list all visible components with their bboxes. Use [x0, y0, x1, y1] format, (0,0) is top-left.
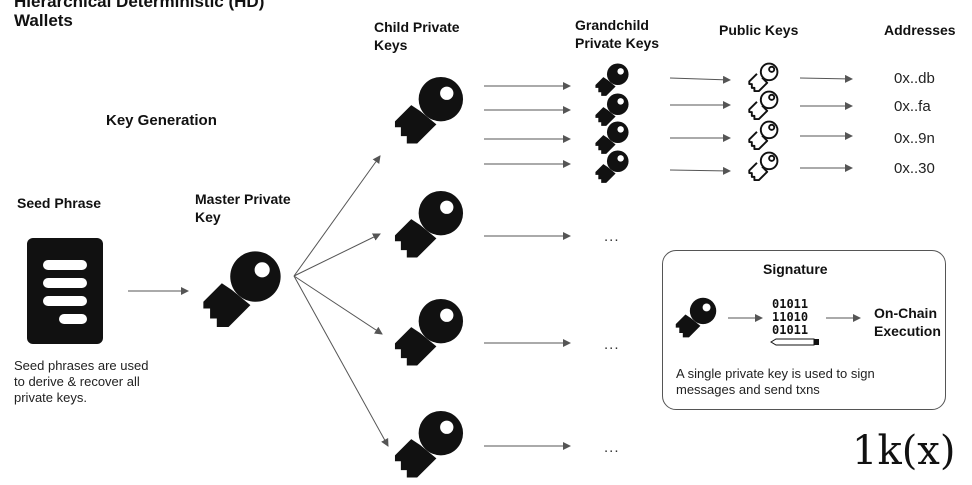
addresses-label: Addresses [884, 22, 956, 38]
binary-line-2: 11010 [772, 310, 809, 324]
binary-line-1: 01011 [772, 297, 809, 311]
child-key-4-icon [394, 410, 464, 478]
logo-1kx: 1k(x) [852, 428, 955, 474]
seed-description-line-1: Seed phrases are used [14, 358, 149, 373]
ellipsis-1: ... [604, 228, 620, 245]
seed-phrase-label: Seed Phrase [17, 195, 102, 211]
master-private-key-icon [203, 251, 281, 327]
arrow-master-to-child-4 [293, 275, 389, 447]
onchain-label-line-1: On-Chain [874, 305, 937, 321]
public-key-2-icon [748, 90, 779, 121]
grandchild-keys-label-line-1: Grandchild [575, 17, 649, 33]
title-line-2: Wallets [14, 11, 73, 30]
address-2: 0x..fa [894, 98, 931, 115]
binary-line-3: 01011 [772, 323, 809, 337]
title-line-1: Hierarchical Deterministic (HD) [14, 0, 265, 11]
grandchild-key-3-icon [595, 121, 629, 154]
child-keys-label-line-1: Child Private [374, 19, 460, 35]
public-keys-label: Public Keys [719, 22, 799, 38]
child-keys-label-line-2: Keys [374, 37, 408, 53]
grandchild-key-4-icon [595, 150, 629, 183]
ellipsis-2: ... [604, 336, 620, 353]
child-key-3-icon [394, 298, 464, 366]
grandchild-key-2-icon [595, 93, 629, 126]
arrow-master-to-child-3 [293, 275, 383, 335]
public-key-3-icon [748, 120, 779, 151]
arrow-master-to-child-2 [293, 233, 381, 277]
arrow-grandchild-to-public-1 [669, 75, 731, 84]
public-key-4-icon [748, 151, 779, 182]
address-1: 0x..db [894, 70, 935, 87]
key-generation-label: Key Generation [106, 112, 217, 129]
seed-phrase-icon [27, 238, 103, 344]
master-key-label-line-1: Master Private [195, 191, 291, 207]
ellipsis-3: ... [604, 439, 620, 456]
logo-text: 1k(x) [852, 428, 956, 474]
master-key-label-line-2: Key [195, 209, 221, 225]
address-3: 0x..9n [894, 130, 935, 147]
arrow-grandchild-to-public-4 [669, 166, 731, 175]
arrow-master-to-child-1 [293, 155, 381, 277]
signature-description-line-2: messages and send txns [676, 382, 820, 397]
public-key-1-icon [748, 62, 779, 93]
pencil-icon [770, 338, 819, 346]
address-4: 0x..30 [894, 160, 935, 177]
onchain-label-line-2: Execution [874, 323, 941, 339]
signature-box [662, 250, 946, 410]
signature-private-key-icon [675, 297, 717, 338]
seed-description-line-3: private keys. [14, 390, 87, 405]
grandchild-keys-label-line-2: Private Keys [575, 35, 660, 51]
child-key-1-icon [394, 76, 464, 144]
child-key-2-icon [394, 190, 464, 258]
signature-title: Signature [763, 261, 828, 277]
grandchild-key-1-icon [595, 63, 629, 96]
seed-description-line-2: to derive & recover all [14, 374, 140, 389]
signature-description-line-1: A single private key is used to sign [676, 366, 875, 381]
arrow-public-to-address-1 [799, 74, 853, 83]
